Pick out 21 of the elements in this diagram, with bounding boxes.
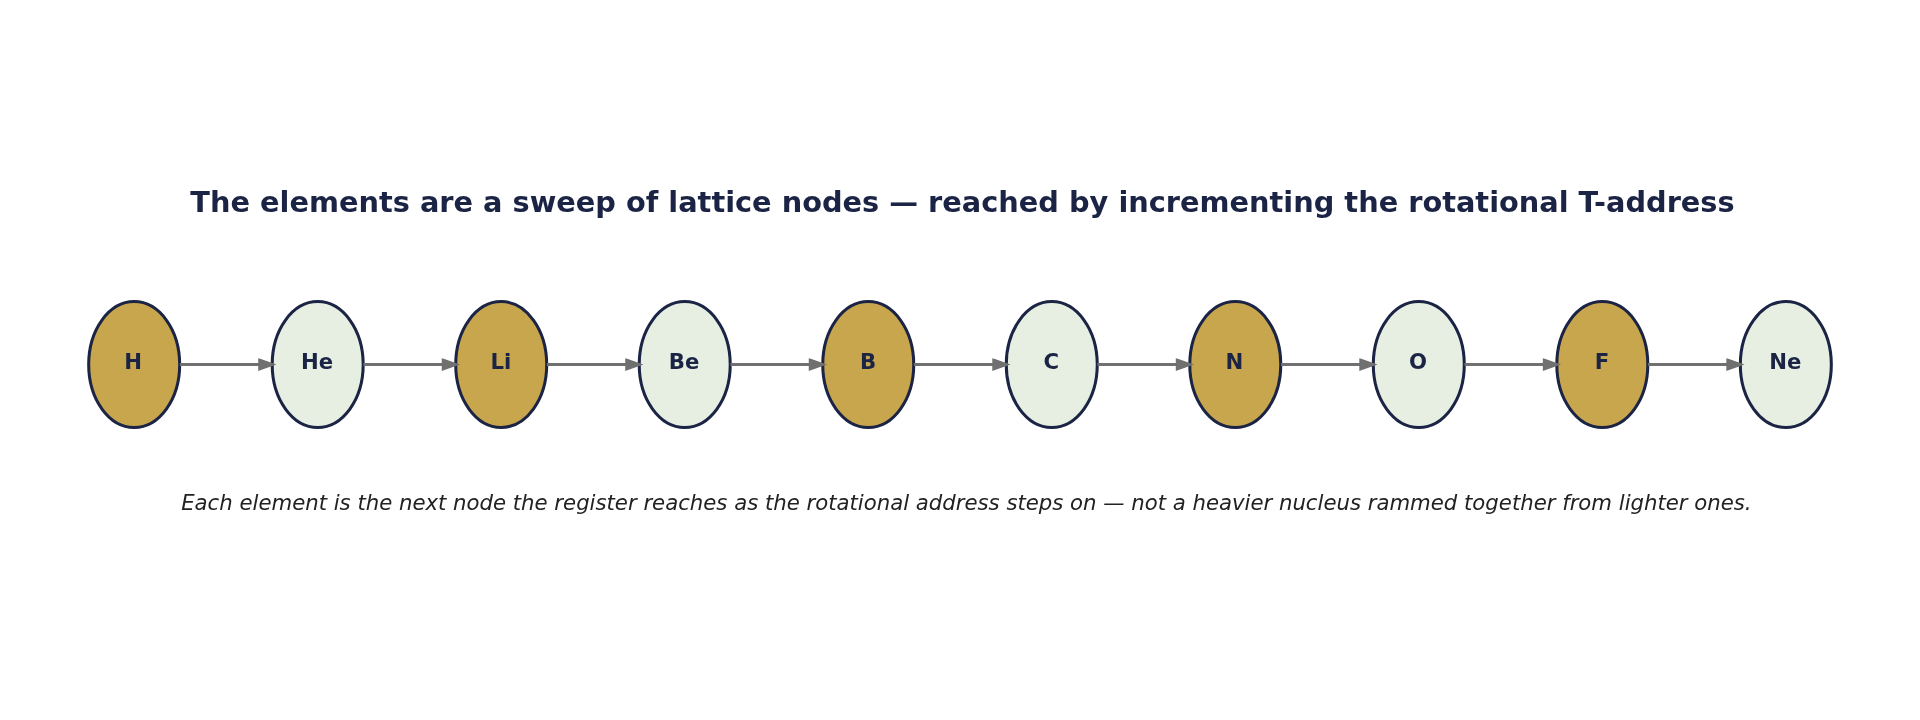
node-ellipse: O [1371,300,1466,429]
arrow [1648,358,1745,371]
node-ellipse: N [1188,300,1283,429]
node-ellipse: Be [637,300,732,429]
node-ellipse: Li [454,300,549,429]
arrow [363,358,460,371]
node-ellipse: H [87,300,182,429]
node-ellipse: B [821,300,916,429]
arrow [1464,358,1562,371]
diagram-title: The elements are a sweep of lattice nodes — reached by incrementing the rotational T-address [190,184,1735,219]
node-ellipse: C [1004,300,1099,429]
arrow [546,358,644,371]
arrow [913,358,1011,371]
arrow [730,358,827,371]
caption: Each element is the next node the register reaches as the rotational address steps on — not a heavier nucleus rammed together from lighter ones. [181,490,1752,516]
node-ellipse: Ne [1738,300,1833,429]
arrow [1097,358,1195,371]
node-ellipse: F [1555,300,1650,429]
arrow [1280,358,1378,371]
node-ellipse: He [270,300,365,429]
arrow [179,358,277,371]
